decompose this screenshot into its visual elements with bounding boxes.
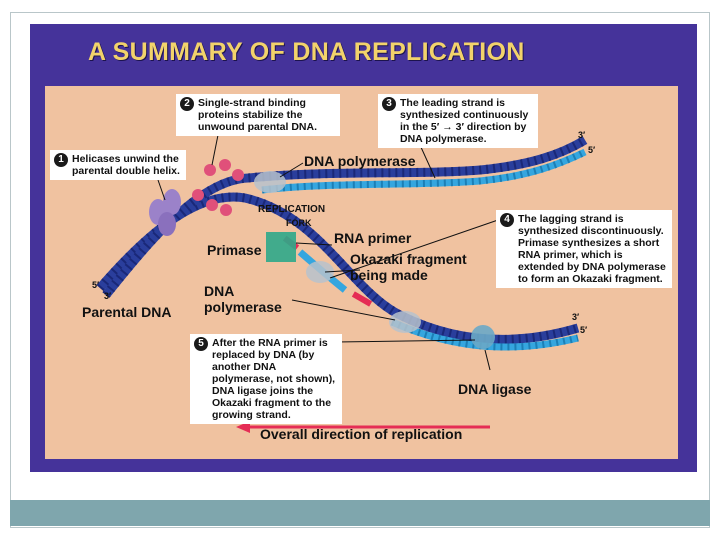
label-okazaki-fragment: Okazaki fragment <box>350 252 467 267</box>
step-1-callout: 1 Helicases unwind the parental double h… <box>50 150 186 180</box>
label-rna-primer: RNA primer <box>334 231 411 246</box>
label-parental-dna: Parental DNA <box>82 305 171 320</box>
label-dna-ligase: DNA ligase <box>458 382 531 397</box>
step-3-text: The leading strand is synthesized contin… <box>400 97 528 145</box>
label-replication: REPLICATION <box>258 204 325 215</box>
strand-end-top-5: 5′ <box>588 145 595 155</box>
dna-polymerase-lagging <box>389 311 421 333</box>
helicase-protein <box>163 189 181 215</box>
overall-direction-label: Overall direction of replication <box>260 426 462 442</box>
strand-end-left-5: 5′ <box>92 280 99 290</box>
helicase-protein <box>158 212 176 236</box>
label-primase: Primase <box>207 243 261 258</box>
step-2-callout: 2 Single-strand binding proteins stabili… <box>176 94 340 136</box>
label-dna-polymerase-lower-2: polymerase <box>204 300 282 315</box>
label-dna-polymerase-lower: DNA <box>204 284 234 299</box>
step-5-text: After the RNA primer is replaced by DNA … <box>212 337 335 421</box>
step-1-number: 1 <box>54 153 68 167</box>
ssb-protein <box>219 159 231 171</box>
ssb-protein <box>220 204 232 216</box>
strand-end-bottom-5: 5′ <box>580 325 587 335</box>
step-4-callout: 4 The lagging strand is synthesized disc… <box>496 210 672 288</box>
step-4-number: 4 <box>500 213 514 227</box>
step-2-text: Single-strand binding proteins stabilize… <box>198 97 317 133</box>
dna-polymerase-leading <box>254 171 286 193</box>
label-fork: FORK <box>286 218 312 228</box>
strand-end-left-3: 3′ <box>104 291 111 301</box>
step-2-number: 2 <box>180 97 194 111</box>
ssb-protein <box>204 164 216 176</box>
ssb-protein <box>192 189 204 201</box>
strand-end-bottom-3: 3′ <box>572 312 579 322</box>
step-3-callout: 3 The leading strand is synthesized cont… <box>378 94 538 148</box>
label-being-made: being made <box>350 268 428 283</box>
step-5-callout: 5 After the RNA primer is replaced by DN… <box>190 334 342 424</box>
dna-ligase-protein <box>471 325 495 349</box>
step-4-text: The lagging strand is synthesized discon… <box>518 213 666 285</box>
primase-protein <box>266 232 296 262</box>
label-dna-polymerase-top: DNA polymerase <box>304 154 416 169</box>
step-3-number: 3 <box>382 97 396 111</box>
ssb-protein <box>232 169 244 181</box>
step-5-number: 5 <box>194 337 208 351</box>
step-1-text: Helicases unwind the parental double hel… <box>72 153 180 177</box>
ssb-protein <box>206 199 218 211</box>
strand-end-top-3: 3′ <box>578 130 585 140</box>
